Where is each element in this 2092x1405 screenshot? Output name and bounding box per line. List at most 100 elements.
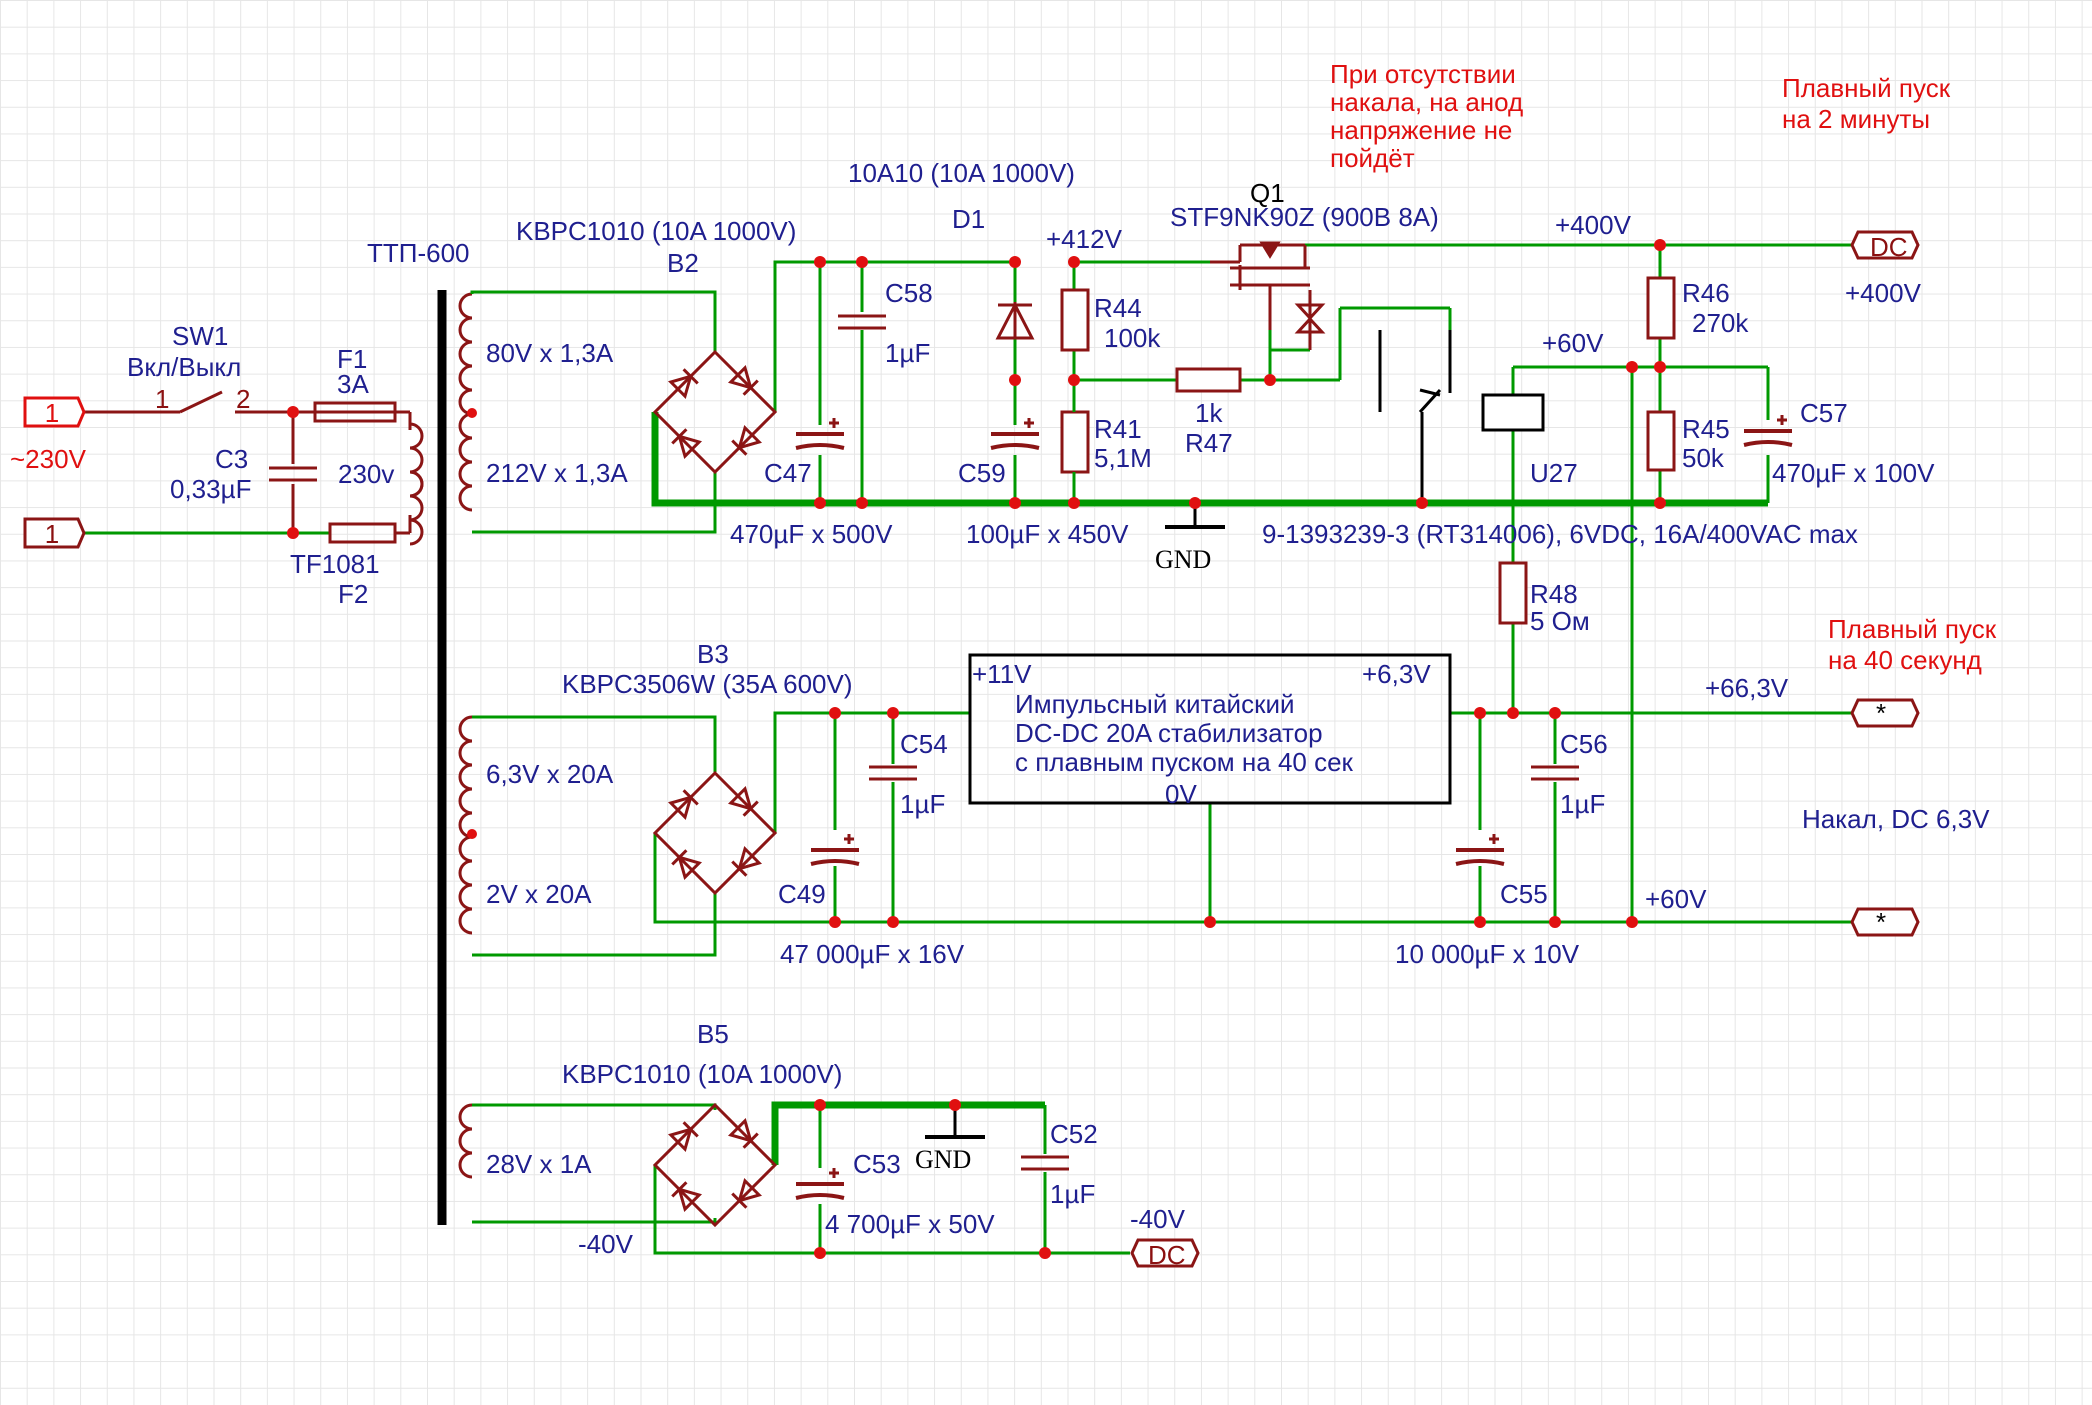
winding-2: 212V x 1,3A — [486, 458, 628, 488]
winding-5: 28V x 1A — [486, 1149, 592, 1179]
dots-anode — [814, 239, 1666, 509]
secondary-coils — [458, 292, 474, 1179]
bias-wires — [472, 1103, 1130, 1255]
voltage-412: +412V — [1046, 224, 1123, 254]
r47-name: R47 — [1185, 428, 1233, 458]
winding-1: 80V x 1,3A — [486, 338, 614, 368]
r47-value: 1k — [1195, 398, 1223, 428]
c58-value: 1µF — [885, 338, 930, 368]
capacitor-c3 — [267, 466, 319, 482]
port-star-1-text: * — [1876, 698, 1886, 728]
c56-value: 1µF — [1560, 789, 1605, 819]
mains-port-1[interactable] — [23, 396, 86, 428]
v-neg40-left: -40V — [578, 1229, 634, 1259]
relay-contact — [1378, 330, 1452, 503]
b3-type: KBPC3506W (35A 600V) — [562, 669, 853, 699]
anode-wires — [470, 243, 1858, 922]
c49-value: 47 000µF x 16V — [780, 939, 965, 969]
c52-name: C52 — [1050, 1119, 1098, 1149]
c54-name: C54 — [900, 729, 948, 759]
q1-type: STF9NK90Z (900В 8A) — [1170, 202, 1439, 232]
capacitor-c56 — [1529, 765, 1581, 781]
fuse-f2 — [328, 522, 397, 544]
voltage-663: +66,3V — [1705, 673, 1789, 703]
r48-value: 5 Ом — [1530, 606, 1590, 636]
relay-name: U27 — [1530, 458, 1578, 488]
b3-name: B3 — [697, 639, 729, 669]
c49-name: C49 — [778, 879, 826, 909]
primary-coil — [408, 422, 424, 546]
bias-ground-bus — [771, 1101, 1045, 1165]
note-soft-start-2min: Плавный пуск на 2 минуты — [1782, 73, 1957, 134]
r46-value: 270k — [1692, 308, 1749, 338]
mains-port2-num: 1 — [45, 519, 59, 549]
capacitor-c54 — [867, 765, 919, 781]
c59-value: 100µF x 450V — [966, 519, 1129, 549]
mains-port-2[interactable] — [23, 517, 86, 549]
b5-name: B5 — [697, 1019, 729, 1049]
heater-label: Накал, DC 6,3V — [1802, 804, 1990, 834]
c59-name: C59 — [958, 458, 1006, 488]
c55-value: 10 000µF x 10V — [1395, 939, 1580, 969]
c3-value: 0,33µF — [170, 474, 251, 504]
switch-name: SW1 — [172, 321, 228, 351]
port-dc-neg40[interactable] — [1130, 1238, 1200, 1268]
c53-value: 4 700µF x 50V — [825, 1209, 995, 1239]
c58-name: C58 — [885, 278, 933, 308]
relay-type: 9-1393239-3 (RT314006), 6VDC, 16A/400VAC… — [1262, 519, 1858, 549]
port-dc-400-text: DC — [1870, 232, 1908, 262]
mains-port1-num: 1 — [45, 398, 59, 428]
dcdc-in: +11V — [972, 659, 1032, 689]
bridge-b5 — [653, 1103, 777, 1227]
dcdc-out: +6,3V — [1362, 659, 1431, 689]
q1-name: Q1 — [1250, 178, 1285, 208]
port-star-2-text: * — [1876, 907, 1886, 937]
diode-d1 — [995, 301, 1035, 340]
primary-voltage: 230v — [338, 459, 394, 489]
r48-name: R48 — [1530, 579, 1578, 609]
relay-coil-u27 — [1481, 393, 1545, 432]
f1-value: 3A — [337, 369, 369, 399]
resistor-r44 — [1060, 288, 1090, 352]
f1-name: F1 — [337, 344, 367, 374]
r45-name: R45 — [1682, 414, 1730, 444]
dots-bias — [814, 1099, 1051, 1259]
gnd-bias: GND — [915, 1145, 971, 1174]
transformer-name: ТТП-600 — [367, 238, 470, 268]
c52-value: 1µF — [1050, 1179, 1095, 1209]
port-star-2[interactable] — [1850, 907, 1920, 937]
c54-value: 1µF — [900, 789, 945, 819]
voltage-400: +400V — [1555, 210, 1632, 240]
note-soft-start-40s: Плавный пуск на 40 секунд — [1828, 614, 2003, 675]
r41-value: 5,1M — [1094, 443, 1152, 473]
capacitor-c58 — [836, 314, 888, 330]
r41-name: R41 — [1094, 414, 1142, 444]
c47-value: 470µF x 500V — [730, 519, 893, 549]
port-star-1[interactable] — [1850, 698, 1920, 728]
r44-value: 100k — [1104, 323, 1161, 353]
resistor-r47 — [1175, 367, 1242, 393]
c55-name: C55 — [1500, 879, 1548, 909]
f2-name: F2 — [338, 579, 368, 609]
power-switch[interactable] — [179, 390, 223, 414]
f2-type: TF1081 — [290, 549, 380, 579]
c56-name: C56 — [1560, 729, 1608, 759]
dcdc-gnd: 0V — [1165, 779, 1197, 809]
capacitor-c53 — [794, 1166, 846, 1200]
port-dc-400v[interactable] — [1850, 230, 1920, 260]
resistor-r46 — [1646, 276, 1676, 340]
d1-type: 10A10 (10A 1000V) — [848, 158, 1075, 188]
coil-taps — [467, 408, 477, 839]
switch-desc: Вкл/Выкл — [127, 352, 241, 382]
resistor-r41 — [1060, 410, 1090, 474]
dcdc-converter — [968, 653, 1452, 805]
dcdc-description: Импульсный китайский DC-DC 20A стабилиза… — [1015, 689, 1354, 777]
r45-value: 50k — [1682, 443, 1725, 473]
out-400-label: +400V — [1845, 278, 1922, 308]
b5-type: KBPC1010 (10A 1000V) — [562, 1059, 842, 1089]
c57-name: C57 — [1800, 398, 1848, 428]
dots-mains — [287, 406, 299, 539]
capacitor-c52 — [1019, 1155, 1071, 1171]
bridge-b3 — [653, 771, 777, 895]
